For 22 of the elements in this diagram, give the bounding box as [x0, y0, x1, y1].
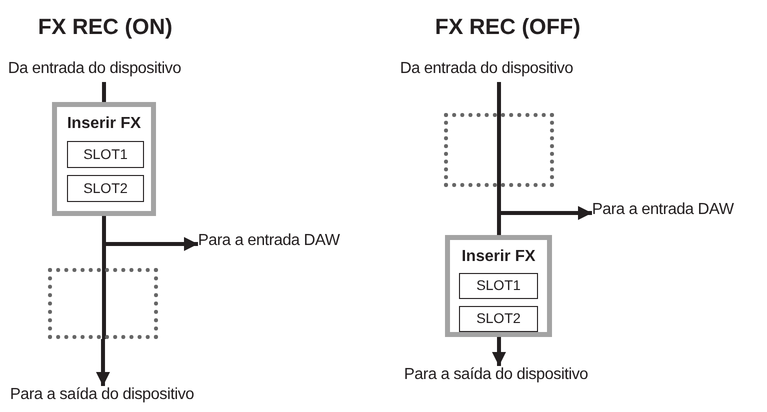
node-text: Da entrada do dispositivo — [400, 60, 574, 82]
signal-arrow — [492, 337, 506, 366]
node-text: Para a entrada DAW — [592, 201, 734, 223]
node-text: Da entrada do dispositivo — [8, 60, 182, 82]
slot-box: SLOT1 — [67, 141, 144, 168]
block-heading: Inserir FX — [460, 248, 536, 266]
node-text: Para a saída do dispositivo — [10, 386, 194, 408]
effect-block — [445, 235, 552, 337]
slot-box: SLOT1 — [459, 273, 538, 299]
signal-line — [497, 82, 501, 187]
empty-slot-box — [444, 113, 554, 187]
slot-box: SLOT2 — [67, 175, 144, 202]
empty-slot-box — [48, 268, 158, 339]
slot-box: SLOT2 — [459, 306, 538, 332]
signal-arrow — [96, 339, 110, 386]
effect-block — [52, 102, 156, 216]
block-heading: Inserir FX — [66, 115, 142, 133]
signal-line — [102, 82, 106, 102]
panel-title: FX REC (OFF) — [435, 14, 580, 40]
node-text: Para a entrada DAW — [198, 232, 340, 254]
node-text: Para a saída do dispositivo — [404, 366, 588, 388]
panel-title: FX REC (ON) — [38, 14, 172, 40]
